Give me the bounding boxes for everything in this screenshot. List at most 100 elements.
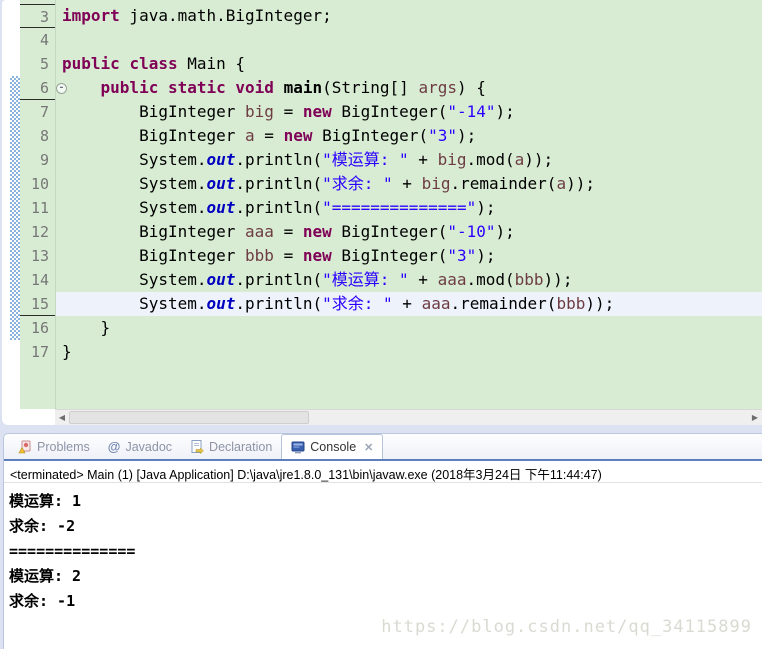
code-token: new (302, 102, 332, 121)
console-tab-bar: Problems @ Javadoc Declaration Console ✕ (4, 434, 762, 461)
gutter-line-8[interactable]: 8 (39, 127, 49, 145)
gutter-line-17[interactable]: 17 (30, 343, 49, 361)
code-line-15[interactable]: System.out.println("求余: " + aaa.remainde… (56, 292, 762, 316)
gutter-line-10[interactable]: 10 (30, 175, 49, 193)
tab-close-icon[interactable]: ✕ (364, 441, 374, 454)
tab-console[interactable]: Console ✕ (281, 434, 384, 459)
code-token: )); (543, 270, 573, 289)
code-line-17[interactable]: } (56, 340, 762, 364)
code-token: + (392, 294, 422, 313)
scroll-thumb[interactable] (69, 411, 309, 424)
code-line-5[interactable]: public class Main { (56, 52, 762, 76)
tab-declaration[interactable]: Declaration (181, 434, 281, 459)
gutter-line-5[interactable]: 5 (39, 55, 49, 73)
code-token: ); (476, 198, 496, 217)
tab-label: Problems (37, 439, 90, 454)
code-line-4[interactable] (56, 28, 762, 52)
code-token (274, 78, 284, 97)
code-token (158, 78, 168, 97)
gutter-line-11[interactable]: 11 (30, 199, 49, 217)
code-token: System. (62, 270, 207, 289)
code-token: bbb (556, 294, 586, 313)
code-line-3[interactable]: import java.math.BigInteger; (56, 4, 762, 28)
gutter-line-7[interactable]: 7 (39, 103, 49, 121)
console-output-line: ============== (9, 542, 136, 560)
code-token: + (408, 270, 438, 289)
code-token: "模运算: " (322, 270, 409, 289)
code-token: a (556, 174, 567, 193)
code-token: (String[] (322, 78, 419, 97)
code-token: "3" (447, 246, 477, 265)
gutter-line-16[interactable]: 16 (30, 319, 49, 337)
code-token: static (167, 78, 226, 97)
code-token: a (514, 150, 525, 169)
gutter-line-4[interactable]: 4 (39, 31, 49, 49)
fold-collapse-icon[interactable]: - (56, 83, 67, 94)
line-number-gutter[interactable]: 3 4 5 6- 7 8 9 10 11 12 13 14 15 16 17 (20, 0, 67, 409)
gutter-line-13[interactable]: 13 (30, 247, 49, 265)
diff-hatch (10, 76, 20, 340)
code-token: BigInteger( (331, 246, 448, 265)
gutter-line-15[interactable]: 15 (20, 292, 55, 316)
console-output-line: 求余: -2 (9, 517, 76, 535)
code-token: = (254, 126, 284, 145)
code-line-6[interactable]: public static void main(String[] args) { (56, 76, 762, 100)
code-token: BigInteger( (331, 222, 448, 241)
gutter-line-14[interactable]: 14 (30, 271, 49, 289)
tab-problems[interactable]: Problems (9, 434, 99, 459)
code-token: System. (62, 150, 207, 169)
code-token: .println( (235, 150, 323, 169)
tab-label: Javadoc (125, 439, 173, 454)
code-token: Main { (177, 54, 246, 73)
tab-label: Declaration (209, 439, 273, 454)
code-token: bbb (514, 270, 544, 289)
code-line-11[interactable]: System.out.println("=============="); (56, 196, 762, 220)
code-line-14[interactable]: System.out.println("模运算: " + aaa.mod(bbb… (56, 268, 762, 292)
tab-label: Console (310, 440, 357, 454)
code-line-10[interactable]: System.out.println("求余: " + big.remainde… (56, 172, 762, 196)
code-line-7[interactable]: BigInteger big = new BigInteger("-14"); (56, 100, 762, 124)
code-line-13[interactable]: BigInteger bbb = new BigInteger("3"); (56, 244, 762, 268)
code-token: )); (524, 150, 554, 169)
gutter-line-12[interactable]: 12 (30, 223, 49, 241)
code-token: BigInteger (62, 126, 246, 145)
scroll-right-arrow-icon[interactable]: ▶ (751, 413, 759, 422)
code-token: out (206, 150, 236, 169)
code-line-16[interactable]: } (56, 316, 762, 340)
gutter-line-3[interactable]: 3 (20, 4, 55, 28)
code-token: } (62, 318, 111, 337)
code-area[interactable]: import java.math.BigInteger; public class… (55, 0, 762, 409)
code-token: ); (495, 222, 515, 241)
code-token: void (235, 78, 274, 97)
code-token: ); (495, 102, 515, 121)
console-panel: Problems @ Javadoc Declaration Console ✕ (3, 433, 762, 649)
gutter-rows: 3 4 5 6- 7 8 9 10 11 12 13 14 15 16 17 (20, 4, 67, 364)
code-line-8[interactable]: BigInteger a = new BigInteger("3"); (56, 124, 762, 148)
tab-javadoc[interactable]: @ Javadoc (99, 434, 181, 459)
editor-pane: 3 4 5 6- 7 8 9 10 11 12 13 14 15 16 17 import java.mat… (2, 0, 762, 425)
horizontal-scrollbar[interactable]: ◀ ▶ (55, 409, 762, 425)
gutter-line-6[interactable]: 6- (20, 76, 67, 100)
code-token: big (421, 174, 451, 193)
gutter-line-9[interactable]: 9 (39, 151, 49, 169)
code-token: public (100, 78, 159, 97)
code-token: .mod( (466, 270, 515, 289)
code-token: ); (456, 126, 477, 145)
code-token: aaa (437, 270, 467, 289)
code-token: ) { (456, 78, 486, 97)
code-token: .remainder( (450, 294, 557, 313)
code-token: new (302, 222, 332, 241)
problems-icon (18, 440, 31, 453)
code-token: java.math.BigInteger; (119, 6, 332, 25)
code-token: System. (62, 294, 207, 313)
code-line-9[interactable]: System.out.println("模运算: " + big.mod(a))… (56, 148, 762, 172)
code-token: out (206, 294, 236, 313)
code-token: .println( (235, 174, 323, 193)
code-token: } (62, 342, 72, 361)
scroll-left-arrow-icon[interactable]: ◀ (58, 413, 66, 422)
console-status-line: <terminated> Main (1) [Java Application]… (4, 461, 762, 483)
code-line-12[interactable]: BigInteger aaa = new BigInteger("-10"); (56, 220, 762, 244)
code-token: aaa (421, 294, 451, 313)
code-token: .remainder( (450, 174, 557, 193)
